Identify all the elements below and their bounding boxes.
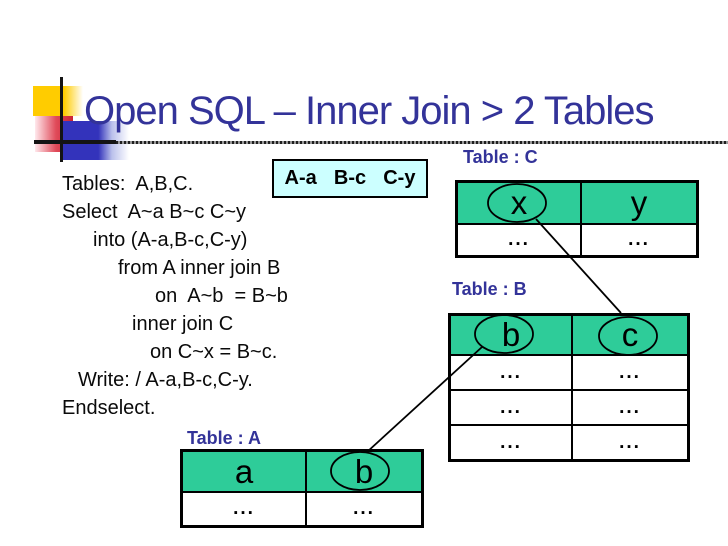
table-row: ... ... <box>458 225 696 255</box>
table-a-column-a: a <box>234 452 254 490</box>
table-b-column-c: c <box>571 316 687 354</box>
table-c-label: Table : C <box>463 147 538 167</box>
result-columns-box: A-a B-c C-y <box>272 159 428 198</box>
code-line: Endselect. <box>62 397 156 419</box>
table-c: x y ... ... <box>455 180 699 258</box>
table-cell: ... <box>571 426 687 459</box>
table-row: ... ... <box>451 389 687 424</box>
code-line: into (A-a,B-c,C-y) <box>93 229 248 251</box>
table-cell: ... <box>233 498 255 519</box>
table-c-header-row: x y <box>458 183 696 225</box>
table-a-header-row: a b <box>183 452 421 493</box>
page-title: Open SQL – Inner Join > 2 Tables <box>84 89 655 133</box>
code-line: on C~x = B~c. <box>150 341 278 363</box>
table-cell: ... <box>580 225 696 255</box>
table-b-column-b: b <box>501 316 521 353</box>
title-divider <box>36 141 728 144</box>
table-a: a b ... ... <box>180 449 424 528</box>
table-c-column-y: y <box>580 183 696 223</box>
table-a-column-b: b <box>305 452 421 491</box>
table-cell: ... <box>500 361 522 383</box>
code-line: Tables: A,B,C. <box>62 173 194 195</box>
table-cell: ... <box>305 493 421 525</box>
table-cell: ... <box>571 391 687 424</box>
table-c-column-x: x <box>510 184 528 221</box>
code-line: inner join C <box>132 313 234 335</box>
logo-crosshair-horizontal-line <box>34 140 116 144</box>
table-cell: ... <box>500 396 522 418</box>
table-cell: ... <box>571 356 687 389</box>
code-line: Select A~a B~c C~y <box>62 201 246 223</box>
sql-code-block: Tables: A,B,C. Select A~a B~c C~y into (… <box>0 170 288 422</box>
code-line: Write: / A-a,B-c,C-y. <box>78 369 253 391</box>
table-row: ... ... <box>451 424 687 459</box>
table-cell: ... <box>500 431 522 453</box>
logo-yellow-square <box>33 86 83 116</box>
table-a-label: Table : A <box>187 428 262 448</box>
table-b-header-row: b c <box>451 316 687 356</box>
table-b-label: Table : B <box>452 279 527 299</box>
table-cell: ... <box>508 229 530 250</box>
table-b: b c ... ... ... ... ... ... <box>448 313 690 462</box>
code-line: from A inner join B <box>118 257 281 279</box>
code-line: on A~b = B~b <box>155 285 288 307</box>
logo-crosshair-vertical-line <box>60 77 63 162</box>
table-row: ... ... <box>451 356 687 389</box>
table-row: ... ... <box>183 493 421 525</box>
